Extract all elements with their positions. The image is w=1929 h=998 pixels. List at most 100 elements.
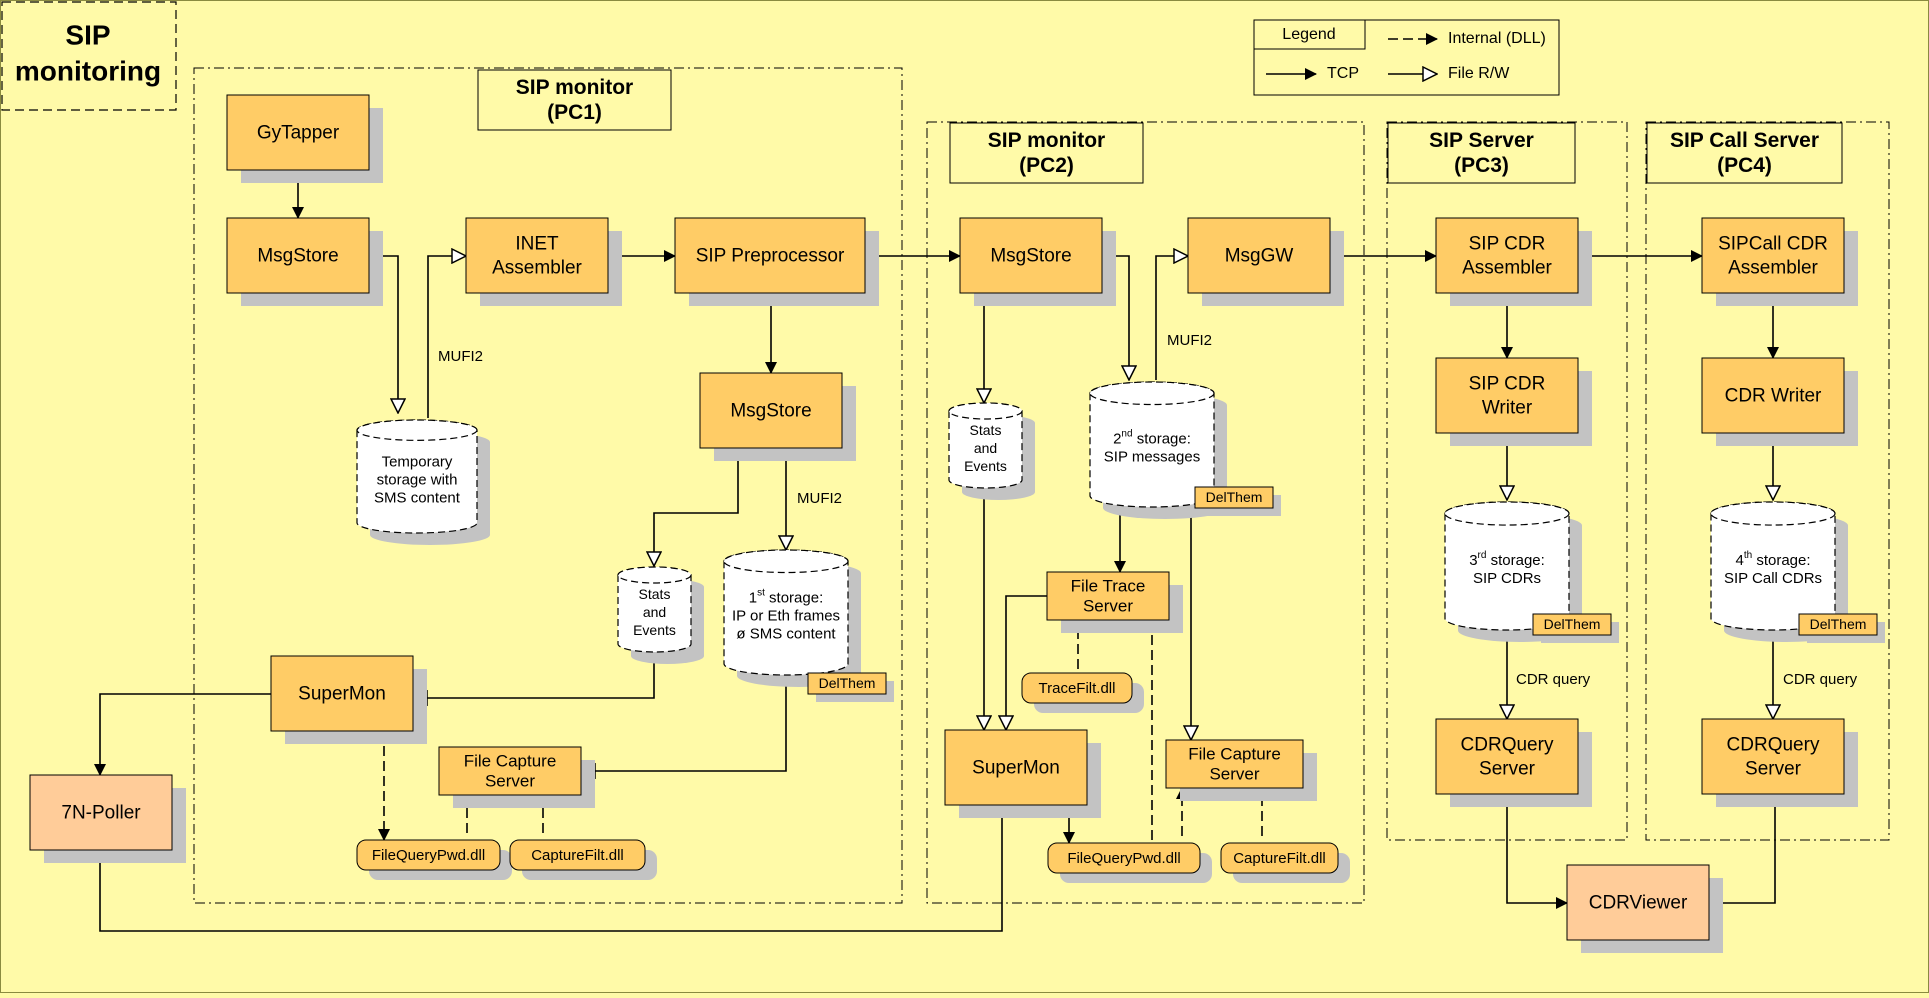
node-fcs1-line-1: File Capture <box>464 751 557 770</box>
node-cdrq1-line-1: CDRQuery <box>1461 735 1554 756</box>
dll-cf1: CaptureFilt.dll <box>509 839 657 880</box>
node-viewer: CDRViewer <box>1566 864 1723 953</box>
dll-tf-label: TraceFilt.dll <box>1039 680 1116 697</box>
diagram-title: SIP monitoring <box>1 1 177 111</box>
node-sipcallasm: SIPCall CDR Assembler <box>1701 217 1858 306</box>
node-sippre-line-1: SIP Preprocessor <box>696 246 845 267</box>
node-sipcallasm-line-1: SIPCall CDR <box>1718 234 1828 255</box>
node-cdrwriter2: CDR Writer <box>1701 357 1858 446</box>
storage-temp-line-1: Temporary <box>382 453 453 470</box>
node-supermon1: SuperMon <box>270 655 427 744</box>
node-fcs2-line-2: Server <box>1209 764 1259 783</box>
node-poller-line-1: 7N-Poller <box>61 803 141 824</box>
dll-cf2-label: CaptureFilt.dll <box>1233 850 1326 867</box>
tag-delthem1: DelThem <box>807 672 894 702</box>
storage-stats1-line-3: Events <box>633 622 676 638</box>
tag-delthem1-label: DelThem <box>819 675 876 691</box>
zones-layer: SIP monitoring Legend Internal (DLL) TCP File… <box>1 1 1890 904</box>
zone-pc4-title-line-1: SIP Call Server <box>1670 129 1819 152</box>
storage-stats2-line-1: Stats <box>970 422 1002 438</box>
dll-tf: TraceFilt.dll <box>1021 672 1144 713</box>
node-gytapper: GyTapper <box>226 94 383 183</box>
node-supermon2: SuperMon <box>944 729 1101 818</box>
node-sippre: SIP Preprocessor <box>674 217 879 306</box>
storage-stats2-line-3: Events <box>964 458 1007 474</box>
node-fcs1-line-2: Server <box>485 771 535 790</box>
zone-pc1-title-line-2: (PC1) <box>547 101 602 124</box>
tag-delthem2-label: DelThem <box>1206 489 1263 505</box>
node-msggw-line-1: MsgGW <box>1225 246 1294 267</box>
tag-delthem3: DelThem <box>1532 613 1619 643</box>
connection-11 <box>94 693 271 776</box>
storage-st1-line-2: IP or Eth frames <box>732 607 840 624</box>
dll-fqp1-label: FileQueryPwd.dll <box>372 847 485 864</box>
storage-st3-line-2: SIP CDRs <box>1473 570 1541 587</box>
node-supermon2-line-1: SuperMon <box>972 758 1060 779</box>
node-inet-line-2: Assembler <box>492 258 582 279</box>
storage-stats1-line-2: and <box>643 604 666 620</box>
node-msgstore2-line-1: MsgStore <box>730 401 811 422</box>
label-cdrq_l2: CDR query <box>1783 671 1858 688</box>
zone-pc4: SIP Call Server(PC4) <box>1645 121 1890 841</box>
title-line-2: monitoring <box>15 55 161 86</box>
storage-st1-line-3: ø SMS content <box>736 625 836 642</box>
legend-internal: Internal (DLL) <box>1448 30 1546 47</box>
zone-pc2-title-line-2: (PC2) <box>1019 154 1074 177</box>
zone-pc2-title-line-1: SIP monitor <box>988 129 1105 152</box>
legend-tcp: TCP <box>1327 65 1359 82</box>
dll-cf1-label: CaptureFilt.dll <box>531 847 624 864</box>
node-gytapper-line-1: GyTapper <box>257 123 340 144</box>
connection-36 <box>1506 794 1568 909</box>
tag-delthem4-label: DelThem <box>1810 616 1867 632</box>
node-msgstore1: MsgStore <box>226 217 383 306</box>
connection-9 <box>413 652 655 698</box>
connection-21 <box>1006 595 1047 730</box>
node-sipcallasm-line-2: Assembler <box>1728 258 1818 279</box>
node-msgstore3: MsgStore <box>959 217 1116 306</box>
storage-stats2-line-2: and <box>974 440 997 456</box>
tag-delthem4: DelThem <box>1798 613 1885 643</box>
legend: Legend Internal (DLL) TCP File R/W <box>1253 19 1560 96</box>
connection-7 <box>654 448 739 566</box>
storage-st4: 4th storage:SIP Call CDRs <box>1710 501 1848 642</box>
legend-file-rw: File R/W <box>1448 65 1510 82</box>
label-mufi3: MUFI2 <box>1167 332 1212 349</box>
node-supermon1-line-1: SuperMon <box>298 684 386 705</box>
dll-fqp2: FileQueryPwd.dll <box>1047 842 1212 883</box>
node-msgstore3-line-1: MsgStore <box>990 246 1071 267</box>
storage-st4-line-1: 4th storage: <box>1735 550 1810 569</box>
connection-37 <box>1708 794 1776 909</box>
node-cdrwriter-line-1: SIP CDR <box>1469 374 1546 395</box>
storage-st2-line-1: 2nd storage: <box>1113 428 1191 447</box>
node-viewer-line-1: CDRViewer <box>1589 893 1688 914</box>
dll-fqp1: FileQueryPwd.dll <box>356 839 512 880</box>
node-msgstore1-line-1: MsgStore <box>257 246 338 267</box>
label-mufi1: MUFI2 <box>438 348 483 365</box>
connection-16 <box>1155 256 1188 380</box>
storage-st4-line-2: SIP Call CDRs <box>1724 570 1822 587</box>
node-cdrq1-line-2: Server <box>1479 759 1536 780</box>
title-line-1: SIP <box>65 19 110 50</box>
tag-delthem2: DelThem <box>1194 486 1281 516</box>
storage-st2-line-2: SIP messages <box>1104 448 1200 465</box>
legend-title: Legend <box>1282 26 1335 43</box>
zone-pc3-title-line-1: SIP Server <box>1429 129 1534 152</box>
node-cdrq2-line-2: Server <box>1745 759 1802 780</box>
zone-pc1: SIP monitor(PC1) <box>193 67 903 904</box>
dll-cf2: CaptureFilt.dll <box>1220 842 1350 883</box>
node-cdrasm-line-1: SIP CDR <box>1469 234 1546 255</box>
node-fts-line-1: File Trace <box>1071 576 1146 595</box>
